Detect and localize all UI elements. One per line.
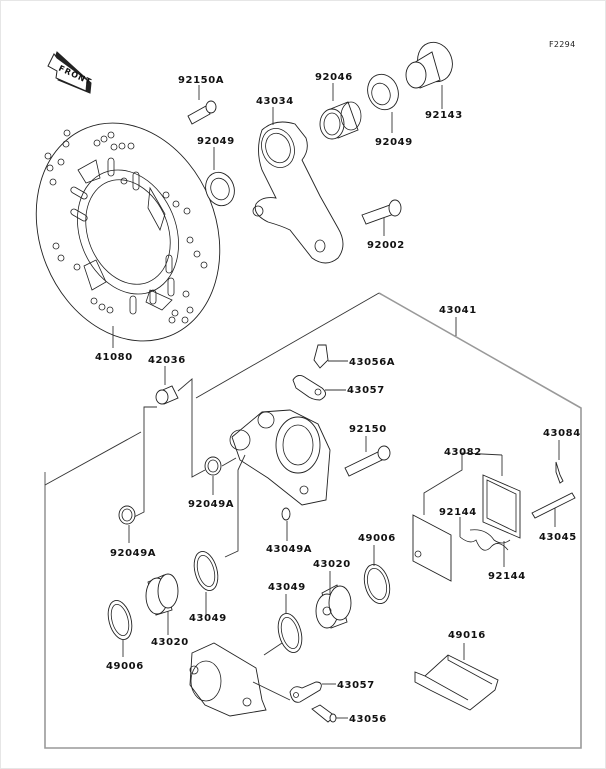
part-label[interactable]: 43020	[151, 637, 189, 648]
cap-43057-top[interactable]	[292, 375, 346, 401]
bolt-92002[interactable]	[361, 199, 402, 236]
piston-43020-right[interactable]	[315, 571, 352, 629]
part-label[interactable]: 43049	[268, 582, 306, 593]
seal-43049A[interactable]	[281, 507, 291, 541]
part-label[interactable]: 43057	[337, 680, 375, 691]
part-label[interactable]: 49016	[448, 630, 486, 641]
bleeder-43056A[interactable]	[313, 344, 348, 369]
piston-seal-43049-right[interactable]	[263, 594, 306, 656]
pad-spring-92144[interactable]	[459, 517, 511, 567]
seal-92049A-right[interactable]	[204, 456, 222, 495]
part-label[interactable]: 43056	[349, 714, 387, 725]
part-label[interactable]: 43020	[313, 559, 351, 570]
part-label[interactable]: 42036	[148, 355, 186, 366]
bolt-92150[interactable]	[344, 436, 391, 477]
seal-92049A-left[interactable]	[118, 505, 136, 543]
pad-spring-49016[interactable]	[414, 643, 499, 711]
pin-43045[interactable]	[531, 492, 576, 527]
collar-92143[interactable]	[405, 37, 458, 109]
part-label[interactable]: 92143	[425, 110, 463, 121]
part-label[interactable]: 43056A	[349, 357, 395, 368]
part-label[interactable]: 92144	[488, 571, 526, 582]
brake-disc[interactable]	[4, 95, 251, 369]
caliper-body[interactable]	[221, 409, 331, 558]
caliper-lower-half[interactable]	[189, 642, 291, 717]
part-label[interactable]: 43045	[539, 532, 577, 543]
part-label[interactable]: 92046	[315, 72, 353, 83]
part-label[interactable]: 92150	[349, 424, 387, 435]
dust-seal-49006-left[interactable]	[104, 598, 136, 657]
part-label[interactable]: 92049A	[110, 548, 156, 559]
part-label[interactable]: 43084	[543, 428, 581, 439]
brake-pads-43082[interactable]	[412, 452, 521, 582]
part-label[interactable]: 43057	[347, 385, 385, 396]
piston-43020-left[interactable]	[145, 573, 179, 635]
assembly-outline	[44, 292, 582, 749]
part-label[interactable]: 41080	[95, 352, 133, 363]
piston-seal-43049-left[interactable]	[190, 549, 222, 617]
seal-92049-top[interactable]	[363, 70, 404, 133]
bearing-92046[interactable]	[319, 83, 362, 140]
part-label[interactable]: 43034	[256, 96, 294, 107]
sleeve-42036[interactable]	[131, 366, 206, 519]
caliper-bracket[interactable]	[252, 107, 344, 264]
bleeder-43056[interactable]	[311, 704, 348, 723]
part-label[interactable]: 43049A	[266, 544, 312, 555]
part-label[interactable]: 92049	[375, 137, 413, 148]
part-label[interactable]: 49006	[106, 661, 144, 672]
clip-43084[interactable]	[555, 440, 564, 484]
cap-43057-bottom[interactable]	[289, 681, 336, 703]
part-label[interactable]: 92049	[197, 136, 235, 147]
seal-92049-left[interactable]	[201, 147, 239, 210]
part-label[interactable]: 92002	[367, 240, 405, 251]
part-label[interactable]: 92144	[439, 507, 477, 518]
front-arrow-icon: FRONT	[47, 51, 93, 94]
part-label[interactable]: 43041	[439, 305, 477, 316]
part-label[interactable]: 43082	[444, 447, 482, 458]
bolt-92150A[interactable]	[187, 85, 217, 125]
part-label[interactable]: 92049A	[188, 499, 234, 510]
dust-seal-49006-right[interactable]	[360, 545, 394, 606]
part-label[interactable]: 43049	[189, 613, 227, 624]
part-label[interactable]: 92150A	[178, 75, 224, 86]
part-label[interactable]: 49006	[358, 533, 396, 544]
figure-id: F2294	[549, 40, 575, 49]
